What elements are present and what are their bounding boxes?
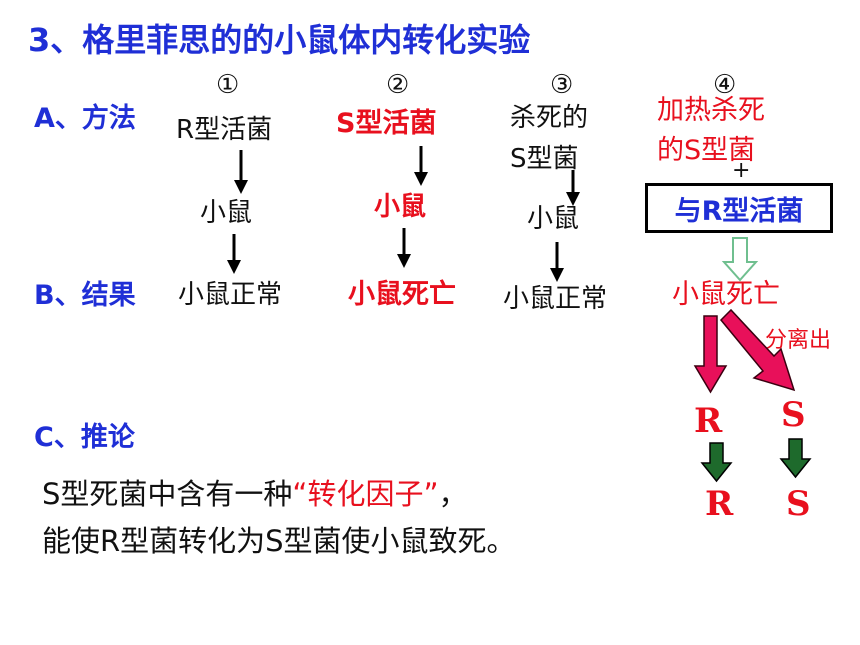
group-3-number: ③: [550, 70, 574, 100]
label-inference: C、推论: [34, 422, 135, 453]
group-1-result: 小鼠正常: [178, 280, 283, 310]
offspring-s: S: [786, 484, 811, 524]
group-1-mouse: 小鼠: [200, 198, 253, 228]
group-4-method-line1: 加热杀死: [657, 95, 765, 126]
group-3-result: 小鼠正常: [503, 284, 608, 314]
conclusion-line2: 能使R型菌转化为S型菌使小鼠致死。: [42, 524, 516, 558]
group-2-result: 小鼠死亡: [348, 279, 456, 310]
separated-s: S: [781, 395, 806, 435]
red-arrow-left-icon: [693, 315, 728, 394]
green-arrow-down-icon: [779, 438, 812, 479]
arrow-down-icon: [227, 234, 241, 274]
group-1-number: ①: [216, 70, 240, 100]
group-3-method-line2: S型菌: [510, 144, 579, 174]
transforming-factor: “转化因子”: [292, 477, 439, 511]
green-arrow-down-icon: [700, 442, 733, 483]
arrow-down-icon: [550, 242, 564, 282]
conclusion-line1: S型死菌中含有一种“转化因子”，: [42, 480, 468, 509]
group-4-result: 小鼠死亡: [672, 279, 780, 310]
red-arrow-right-icon: [719, 308, 796, 392]
label-method: A、方法: [34, 103, 136, 134]
page-title: 3、格里菲思的的小鼠体内转化实验: [28, 21, 531, 59]
conclusion-suffix: ，: [438, 477, 468, 511]
group-4-number: ④: [713, 70, 737, 100]
group-1-method: R型活菌: [176, 115, 273, 145]
group-3-mouse: 小鼠: [527, 204, 580, 234]
hollow-arrow-down-icon: [721, 237, 759, 282]
arrow-down-icon: [414, 146, 428, 186]
group-4-method-line2: 的S型菌: [657, 135, 756, 166]
offspring-r: R: [705, 484, 734, 524]
group-3-method-line1: 杀死的: [510, 103, 589, 133]
arrow-down-icon: [397, 228, 411, 268]
separation-label: 分离出: [765, 328, 832, 353]
r-live-bacteria-box: 与R型活菌: [645, 183, 833, 233]
plus-sign: +: [732, 158, 751, 183]
group-2-method: S型活菌: [336, 108, 437, 139]
conclusion-prefix: S型死菌中含有一种: [42, 477, 293, 511]
group-2-number: ②: [386, 70, 410, 100]
label-result: B、结果: [34, 280, 136, 311]
arrow-down-icon: [566, 170, 580, 206]
separated-r: R: [694, 401, 723, 441]
arrow-down-icon: [234, 150, 248, 194]
group-2-mouse: 小鼠: [374, 192, 427, 222]
